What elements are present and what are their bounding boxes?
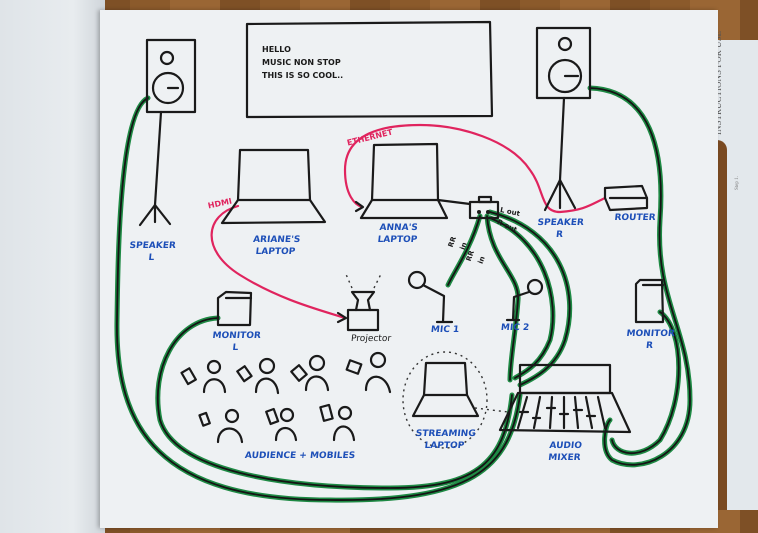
mic1-label: MIC 1 (430, 325, 460, 335)
hdmi-arrow (336, 311, 348, 324)
monitor-left-label: MONITOR L (211, 331, 262, 353)
speaker-right-icon (535, 26, 592, 212)
person-5 (198, 408, 244, 444)
person-3 (290, 354, 330, 392)
audio-interface-icon (468, 195, 500, 220)
note-text: HELLO MUSIC NON STOP THIS IS SO COOL.. (262, 43, 343, 82)
person-7 (319, 403, 356, 442)
monitor-right-icon (634, 278, 665, 324)
speaker-right-label: SPEAKER R (536, 218, 585, 240)
router-icon (603, 184, 649, 212)
monitor-left-icon (216, 290, 253, 327)
notebook-left-page (0, 0, 105, 533)
note-line-3: THIS IS SO COOL.. (262, 71, 344, 80)
ethernet-cable (343, 123, 607, 214)
router-label: ROUTER (613, 213, 657, 223)
anna-laptop-label: ANNA'S LAPTOP (377, 223, 419, 245)
audio-cables (114, 85, 693, 503)
person-1 (180, 359, 227, 394)
projector-label: Projector (350, 334, 392, 344)
projector-icon (344, 271, 383, 332)
speaker-left-icon (138, 38, 197, 227)
note-line-1: HELLO (262, 45, 291, 54)
streaming-laptop-label: STREAMING LAPTOP (415, 429, 477, 451)
note-line-2: MUSIC NON STOP (262, 58, 341, 67)
audio-mixer-icon (498, 363, 632, 434)
mic1-icon (407, 270, 454, 324)
audience-label: AUDIENCE + MOBILES (244, 451, 356, 461)
anna-laptop-icon (359, 142, 472, 220)
ariane-laptop-label: ARIANE'S LAPTOP (252, 235, 301, 257)
person-6 (265, 407, 298, 442)
speaker-left-label: SPEAKER L (128, 241, 177, 263)
hdmi-cable (210, 204, 347, 320)
ariane-laptop-icon (220, 148, 327, 225)
mic2-label: MIC 2 (500, 323, 530, 333)
monitor-right-label: MONITOR R (625, 329, 676, 351)
note-box-frame (245, 20, 494, 119)
person-4 (345, 351, 392, 394)
mic2-icon (505, 278, 544, 322)
streaming-laptop-icon (402, 351, 509, 449)
ethernet-arrow (354, 200, 365, 213)
audio-mixer-label: AUDIO MIXER (547, 441, 583, 463)
audience-icon (180, 351, 392, 444)
person-2 (236, 357, 280, 395)
